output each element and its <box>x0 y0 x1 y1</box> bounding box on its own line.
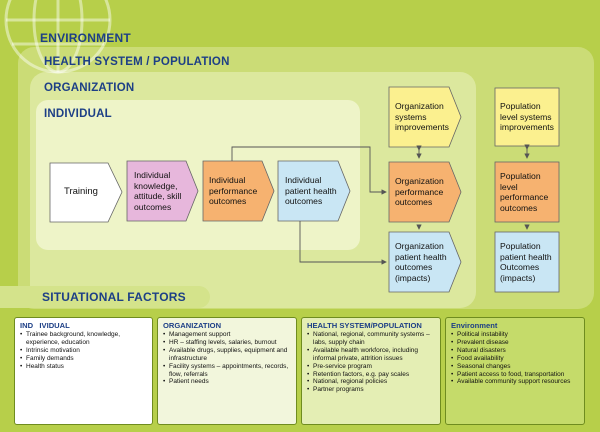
list-item: Food availability <box>451 355 579 363</box>
list-item: Health status <box>20 363 147 371</box>
factor-list-health-system: National, regional, community systems – … <box>307 331 435 394</box>
connector-patient-to-org <box>299 221 387 265</box>
knowledge-label: Individual knowledge, attitude, skill ou… <box>134 170 182 212</box>
training-label: Training <box>64 186 98 198</box>
pop-patient-label: Population patient health Outcomes (impa… <box>500 241 552 283</box>
training-arrow <box>49 162 123 223</box>
knowledge-arrow <box>126 160 199 222</box>
list-item: Management support <box>163 331 291 339</box>
org-performance-arrow <box>388 161 462 223</box>
list-item: Family demands <box>20 355 147 363</box>
patient-health-arrow <box>277 160 351 222</box>
list-item: National, regional, community systems – … <box>307 331 435 347</box>
factor-list-environment: Political instability Prevalent disease … <box>451 331 579 386</box>
factor-title-environment: Environment <box>451 321 498 330</box>
list-item: Trainee background, knowledge, experienc… <box>20 331 147 347</box>
list-item: Intrinsic motivation <box>20 347 147 355</box>
individual-label: INDIVIDUAL <box>44 108 112 120</box>
list-item: Patient needs <box>163 378 291 386</box>
list-item: Retention factors, e.g. pay scales <box>307 371 435 379</box>
factor-box-individual: IND IVIDUAL Trainee background, knowledg… <box>14 317 153 425</box>
list-item: Facility systems – appointments, records… <box>163 363 291 379</box>
organization-label: ORGANIZATION <box>44 82 135 94</box>
environment-label: ENVIRONMENT <box>40 31 131 45</box>
list-item: Patient access to food, transportation <box>451 371 579 379</box>
org-improvements-arrow <box>388 86 462 148</box>
situational-band <box>0 286 210 308</box>
list-item: Partner programs <box>307 386 435 394</box>
performance-label: Individual performance outcomes <box>209 175 258 207</box>
org-patient-arrow <box>388 231 462 293</box>
pop-performance-box <box>494 161 560 223</box>
factor-box-environment: Environment Political instability Preval… <box>445 317 585 425</box>
globe-graphic <box>4 0 112 74</box>
list-item: Prevalent disease <box>451 339 579 347</box>
pop-improvements-label: Population level systems improvements <box>500 101 554 133</box>
factor-box-health-system: HEALTH SYSTEM/POPULATION National, regio… <box>301 317 441 425</box>
list-item: HR – staffing levels, salaries, burnout <box>163 339 291 347</box>
list-item: Natural disasters <box>451 347 579 355</box>
patient-health-label: Individual patient health outcomes <box>285 175 337 207</box>
pop-improvements-box <box>494 87 560 147</box>
pop-performance-label: Population level performance outcomes <box>500 171 549 213</box>
factor-list-organization: Management support HR – staffing levels,… <box>163 331 291 386</box>
connector-performance-to-org <box>231 146 387 195</box>
list-item: National, regional policies <box>307 378 435 386</box>
factor-title-health-system: HEALTH SYSTEM/POPULATION <box>307 321 422 330</box>
list-item: Political instability <box>451 331 579 339</box>
health-system-label: HEALTH SYSTEM / POPULATION <box>44 56 230 68</box>
list-item: Seasonal changes <box>451 363 579 371</box>
pop-patient-box <box>494 231 560 293</box>
org-performance-label: Organization performance outcomes <box>395 176 444 208</box>
situational-factors-label: SITUATIONAL FACTORS <box>42 290 186 304</box>
factor-title-organization: ORGANIZATION <box>163 321 222 330</box>
org-improvements-label: Organization systems improvements <box>395 101 449 133</box>
list-item: Available drugs, supplies, equipment and… <box>163 347 291 363</box>
list-item: Available health workforce, including in… <box>307 347 435 363</box>
org-patient-label: Organization patient health outcomes (im… <box>395 241 447 283</box>
performance-arrow <box>202 160 275 222</box>
factor-title-individual: IND IVIDUAL <box>20 321 70 330</box>
factor-box-organization: ORGANIZATION Management support HR – sta… <box>157 317 297 425</box>
factor-list-individual: Trainee background, knowledge, experienc… <box>20 331 147 371</box>
list-item: Available community support resources <box>451 378 579 386</box>
list-item: Pre-service program <box>307 363 435 371</box>
